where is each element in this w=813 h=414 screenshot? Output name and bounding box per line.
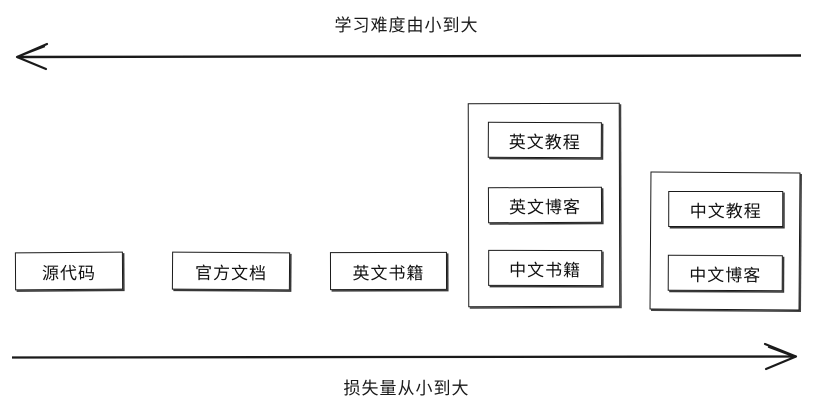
node-chinese-blog[interactable]: 中文博客 <box>667 254 783 292</box>
node-label: 源代码 <box>41 263 97 284</box>
node-label: 官方文档 <box>194 263 268 284</box>
node-source-code[interactable]: 源代码 <box>14 251 124 291</box>
node-label: 英文教程 <box>508 132 581 153</box>
node-english-books[interactable]: 英文书籍 <box>329 251 448 291</box>
node-chinese-books[interactable]: 中文书籍 <box>488 249 603 287</box>
top-axis-label: 学习难度由小到大 <box>334 16 479 36</box>
node-english-tutorial[interactable]: 英文教程 <box>487 121 602 159</box>
bottom-arrow <box>11 342 798 371</box>
node-label: 英文博客 <box>508 197 582 218</box>
group-one-container[interactable]: 英文教程 英文博客 中文书籍 <box>467 102 621 308</box>
node-label: 中文博客 <box>689 265 762 286</box>
bottom-axis-label: 损失量从小到大 <box>343 379 470 399</box>
node-label: 中文教程 <box>689 201 762 222</box>
top-arrow <box>15 42 802 71</box>
node-label: 英文书籍 <box>352 263 425 284</box>
node-chinese-tutorial[interactable]: 中文教程 <box>668 190 784 228</box>
group-two-container[interactable]: 中文教程 中文博客 <box>649 171 801 311</box>
node-label: 中文书籍 <box>509 260 582 281</box>
node-official-docs[interactable]: 官方文档 <box>171 251 291 291</box>
node-english-blog[interactable]: 英文博客 <box>487 186 603 224</box>
